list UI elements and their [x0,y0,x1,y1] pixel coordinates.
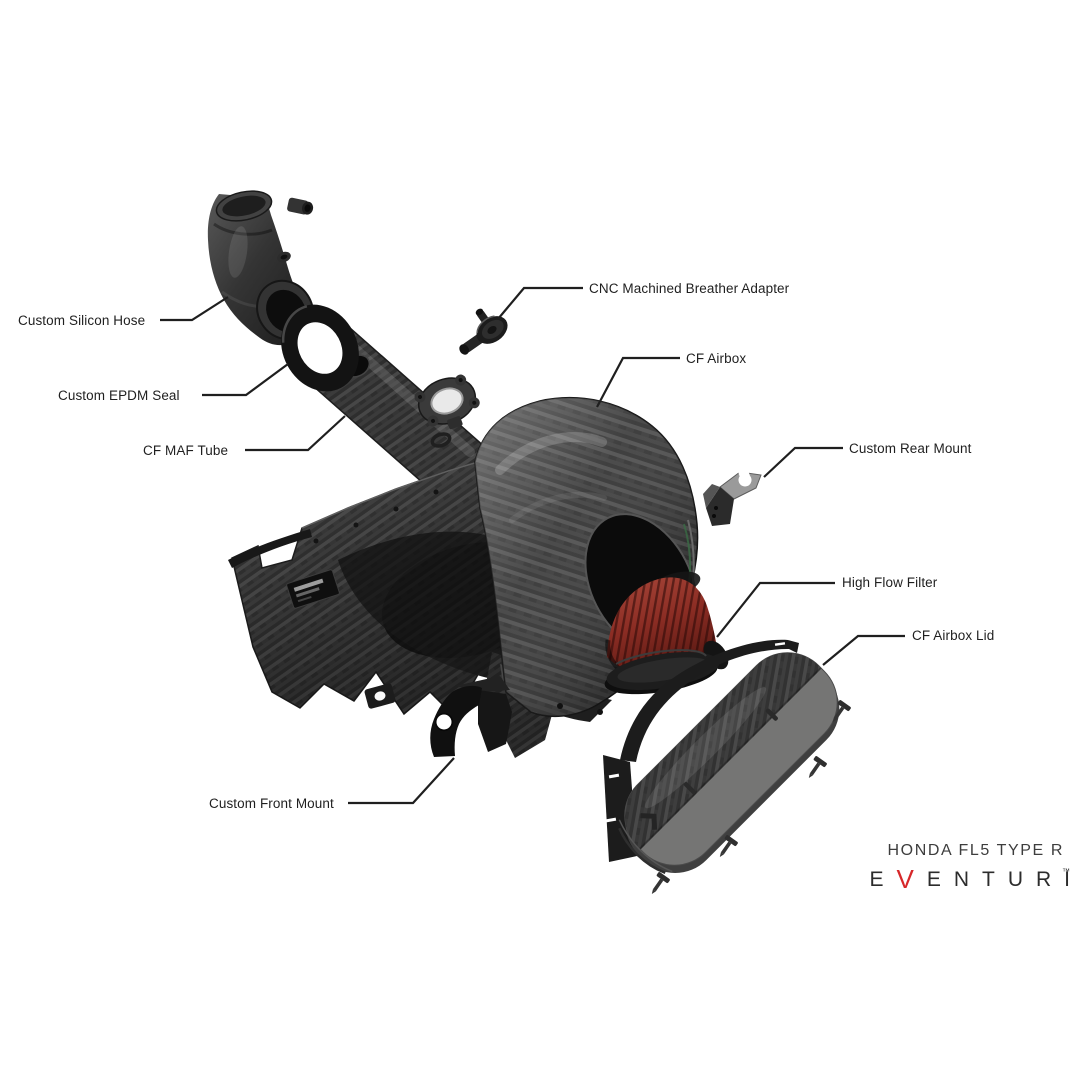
screw [832,700,851,722]
label-cf-airbox-lid: CF Airbox Lid [912,628,995,643]
model-title: HONDA FL5 TYPE R [887,842,1064,859]
leader-silicon-hose [160,296,229,322]
brand-letter-v: V [896,864,927,894]
leader-lines [160,286,905,805]
leader-epdm-seal [202,363,289,397]
leader-maf-tube [245,415,346,452]
label-cf-airbox: CF Airbox [686,351,747,366]
label-custom-rear-mount: Custom Rear Mount [849,441,972,456]
label-custom-silicon-hose: Custom Silicon Hose [18,313,146,328]
trademark-symbol: ™ [1062,867,1070,876]
leader-airbox-lid [822,634,905,666]
label-custom-epdm-seal: Custom EPDM Seal [58,388,180,403]
leader-high-flow-filter [716,581,835,638]
hose-nipple [287,197,314,215]
label-high-flow-filter: High Flow Filter [842,575,938,590]
airbox-tab [364,683,396,709]
epdm-seal-part [281,304,359,392]
leader-rear-mount [763,446,843,478]
brand-wordmark: EVENTURI™ [869,864,1070,895]
high-flow-filter-part [604,571,729,695]
leader-breather-adapter [497,286,583,320]
screw [808,756,827,778]
brand-letter-e: E [869,868,897,891]
maf-sensor-flange-part [414,374,480,430]
label-custom-front-mount: Custom Front Mount [209,796,334,811]
leader-airbox [596,356,680,408]
airbox-badge [286,569,340,609]
breather-adapter-part [459,308,508,355]
rear-mount-part [703,466,762,526]
label-cnc-breather-adapter: CNC Machined Breather Adapter [589,281,790,296]
brand-letters-rest: ENTURI [926,868,1080,891]
label-cf-maf-tube: CF MAF Tube [143,443,229,458]
screw [651,872,670,894]
front-mount-part [430,676,512,757]
leader-front-mount [348,757,455,805]
silicon-hose-part [207,190,314,346]
airbox-lid-part [606,634,840,875]
screw [719,835,738,857]
maf-gasket-part [430,432,452,448]
screws [651,700,851,894]
